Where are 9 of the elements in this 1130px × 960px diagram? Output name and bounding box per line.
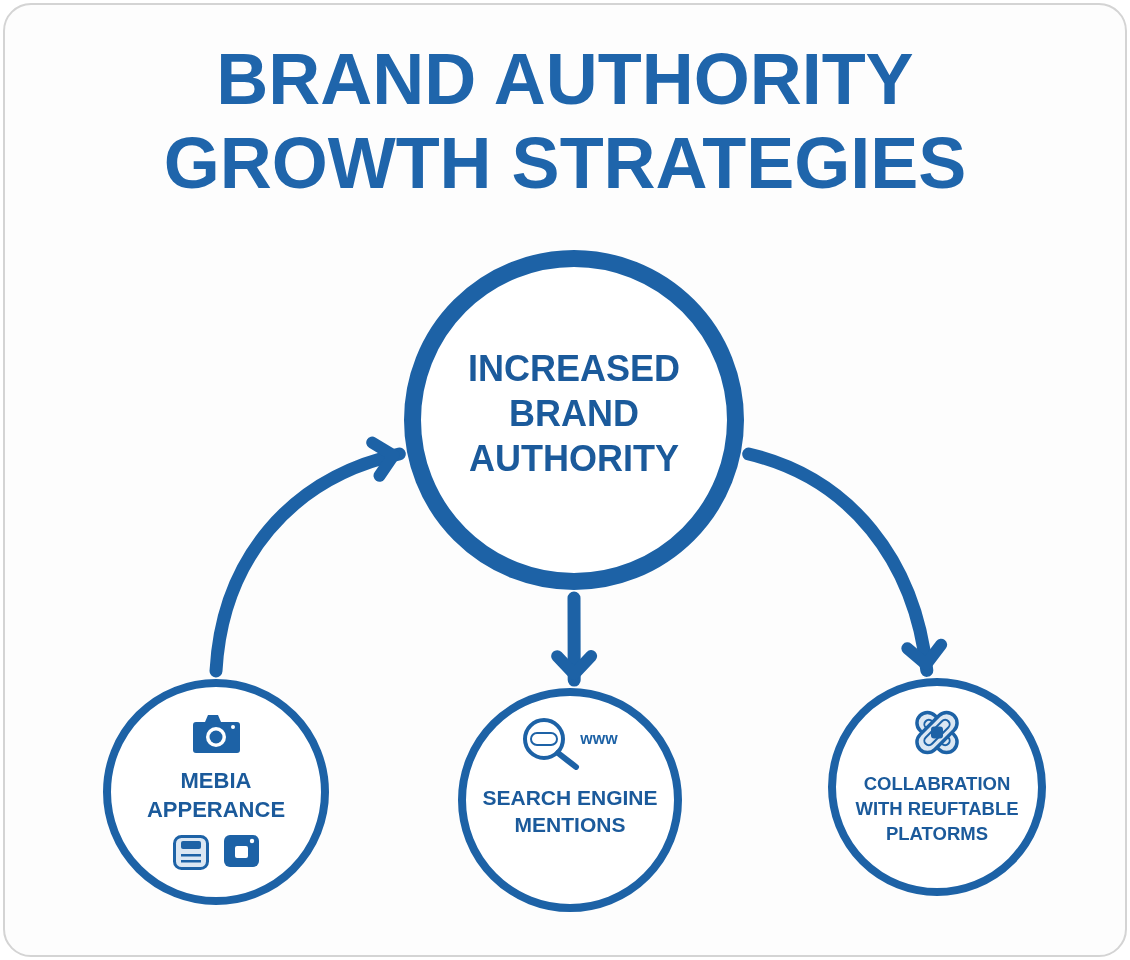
web-label: www: [580, 731, 618, 747]
node-label: INCREASED BRAND AUTHORITY: [467, 347, 681, 481]
curved-arrow: [209, 437, 406, 678]
node-label: MEBIA APPERANCE: [145, 767, 287, 824]
node-label: COLLABRATION WITH REUFTABLE PLATORMS: [854, 772, 1020, 846]
curved-arrow: [742, 447, 947, 677]
arrow: [551, 591, 598, 687]
title: BRAND AUTHORITY GROWTH STRATEGIES: [162, 38, 968, 205]
node-label: SEARCH ENGINE MENTIONS: [481, 785, 659, 838]
